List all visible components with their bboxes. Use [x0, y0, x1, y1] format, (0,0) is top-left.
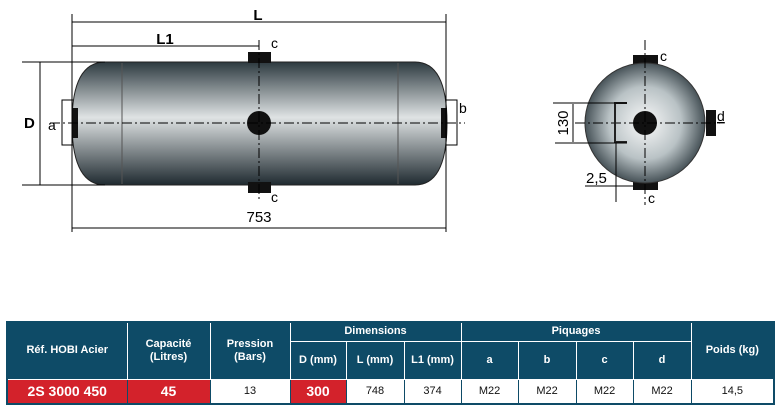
cell-L1: 374	[403, 378, 462, 404]
header-pressure: Pression (Bars)	[209, 321, 291, 380]
header-d: d	[632, 340, 692, 380]
cell-weight: 14,5	[690, 378, 775, 404]
label-a: a	[48, 117, 56, 133]
table-row: 2S 3000 450 45 13 300 748 374 M22 M22 M2…	[6, 378, 775, 404]
header-dimensions: Dimensions	[289, 321, 462, 342]
cell-D: 300	[289, 378, 347, 404]
side-label-d: d	[717, 108, 725, 124]
header-L: L (mm)	[345, 340, 405, 380]
cell-c: M22	[575, 378, 634, 404]
dimension-lines	[22, 14, 447, 232]
side-label-c-bottom: c	[648, 190, 655, 206]
cell-L: 748	[345, 378, 405, 404]
label-753: 753	[246, 209, 271, 226]
header-c: c	[575, 340, 634, 380]
label-c-top: c	[271, 35, 278, 51]
label-c-bottom: c	[271, 189, 278, 205]
label-L: L	[253, 7, 262, 24]
label-2-5: 2,5	[586, 170, 607, 187]
label-L1: L1	[156, 31, 174, 48]
header-capacity: Capacité (Litres)	[126, 321, 211, 380]
side-label-c-top: c	[660, 48, 667, 64]
header-L1: L1 (mm)	[403, 340, 462, 380]
tank-side-view	[50, 40, 465, 200]
cell-d: M22	[632, 378, 692, 404]
center-port	[247, 111, 271, 135]
header-b: b	[517, 340, 577, 380]
cell-ref: 2S 3000 450	[6, 378, 128, 404]
cell-b: M22	[517, 378, 577, 404]
tank-drawing: L L1 D a b c c 753 130 2,5 c c d	[22, 7, 725, 232]
label-b: b	[459, 100, 467, 116]
header-D: D (mm)	[289, 340, 347, 380]
header-piquages: Piquages	[460, 321, 692, 342]
cell-capacity: 45	[126, 378, 211, 404]
header-ref: Réf. HOBI Acier	[6, 321, 128, 380]
label-130: 130	[555, 110, 572, 135]
header-a: a	[460, 340, 519, 380]
connector-c-top	[248, 52, 271, 63]
cell-pressure: 13	[209, 378, 291, 404]
label-D: D	[24, 115, 35, 132]
cell-a: M22	[460, 378, 519, 404]
tank-end-view	[553, 40, 720, 205]
spec-table: Réf. HOBI Acier Capacité (Litres) Pressi…	[6, 321, 776, 405]
header-weight: Poids (kg)	[690, 321, 775, 380]
